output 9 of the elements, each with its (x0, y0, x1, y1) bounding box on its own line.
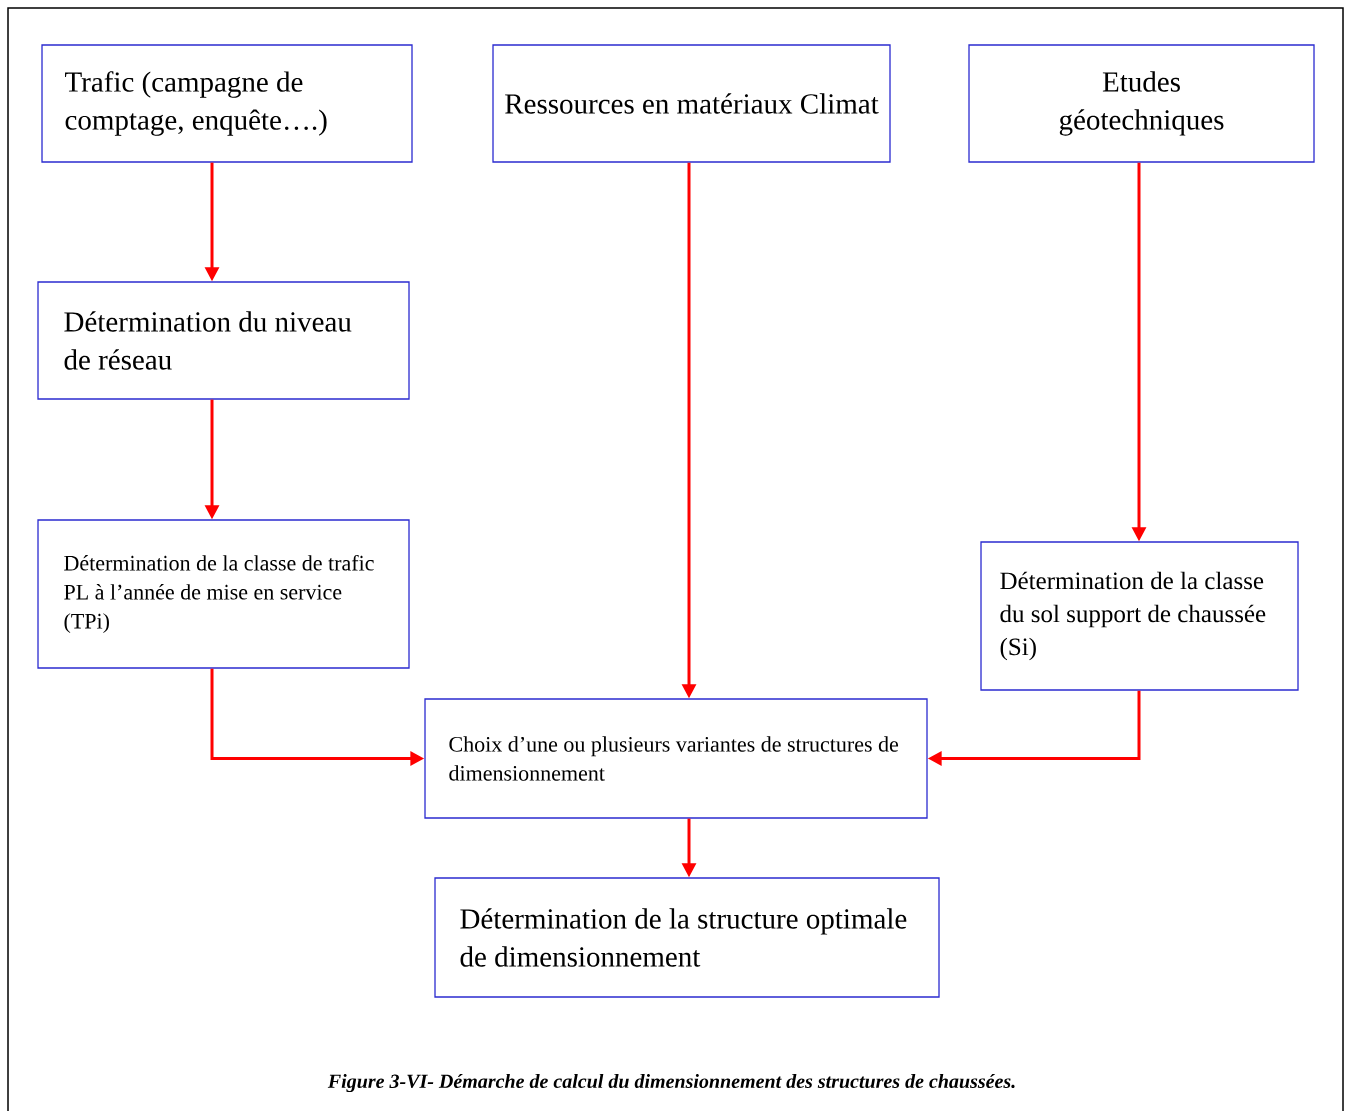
process-box: Trafic (campagne de comptage, enquête….) (41, 44, 413, 163)
process-box: Etudes géotechniques (968, 44, 1315, 163)
process-box: Détermination du niveau de réseau (37, 281, 410, 400)
process-box: Détermination de la classe de trafic PL à l’année de mise en service (TPi) (37, 519, 410, 669)
process-box: Ressources en matériaux Climat (492, 44, 891, 163)
caption: Figure 3-VI- Démarche de calcul du dimensionnement des structures de chaussées. (327, 1073, 1015, 1093)
process-box: Détermination de la classe du sol support de chaussée (Si) (980, 541, 1299, 691)
process-box: Détermination de la structure optimale de dimensionnement (434, 877, 940, 998)
process-box: Choix d’une ou plusieurs variantes de structures de dimensionnement (424, 698, 928, 819)
